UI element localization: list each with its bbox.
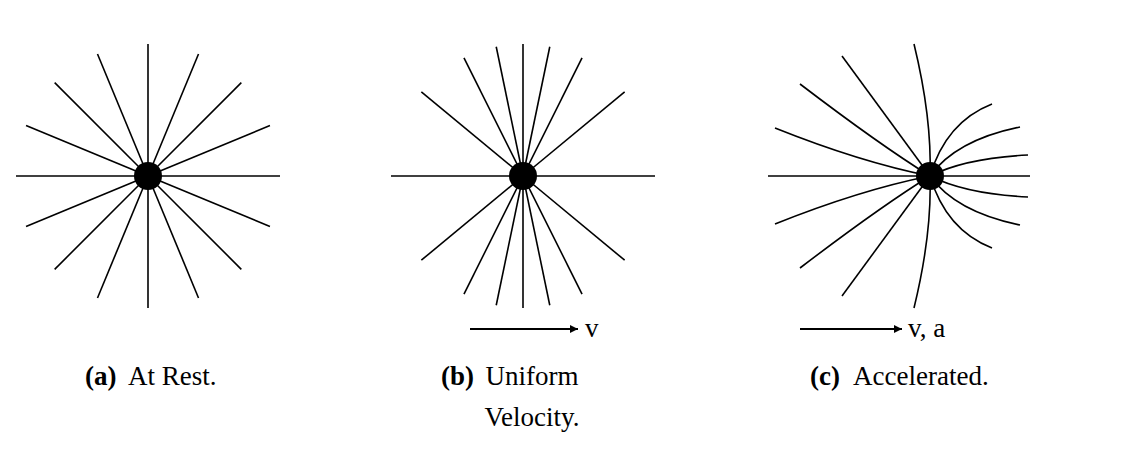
field-line [148,83,241,176]
field-line [55,176,148,269]
field-line [930,176,1020,225]
field-line [148,54,199,176]
field-line [800,176,930,268]
velocity-symbol: v [585,308,599,349]
velocity-accel-symbol: v, a [908,308,945,349]
field-line [148,176,241,269]
field-line [522,44,524,176]
uniform-field [391,44,655,308]
field-line [26,125,148,176]
charge-dot [509,162,537,190]
field-line [930,127,1020,176]
field-line [147,176,149,308]
accelerated-field [768,44,1030,308]
field-line [391,175,523,177]
field-line [55,83,148,176]
field-line [522,176,524,308]
field-line [523,47,550,176]
velocity-arrow [470,328,578,330]
field-line [842,56,930,176]
velocity-arrow [800,328,902,330]
panel-letter: (c) [810,356,840,397]
field-line [147,44,149,176]
field-line [800,84,930,176]
field-line [914,176,930,308]
field-line [930,176,1028,197]
field-line [930,155,1028,176]
charge-dot [916,162,944,190]
charge-dot [134,162,162,190]
field-line [97,176,148,298]
field-line [914,44,930,176]
field-line [496,176,523,305]
panel-caption: At Rest. [128,356,217,397]
field-line [464,176,523,294]
field-line [148,176,270,227]
panel-letter: (a) [85,356,116,397]
field-line [930,175,1030,177]
field-line [16,175,148,177]
field-line [523,176,625,260]
panel-caption: Uniform Velocity. [462,356,602,437]
field-line [768,175,930,177]
panel-letter: (b) [441,356,474,397]
field-line [464,58,523,176]
panel-caption: Accelerated. [853,356,989,397]
rest-field [16,44,280,308]
field-line [842,176,930,296]
field-line [421,92,523,176]
field-line [523,175,655,177]
field-line [775,176,930,224]
field-line [148,175,280,177]
field-line [523,176,582,294]
field-line [523,58,582,176]
field-line [775,128,930,176]
